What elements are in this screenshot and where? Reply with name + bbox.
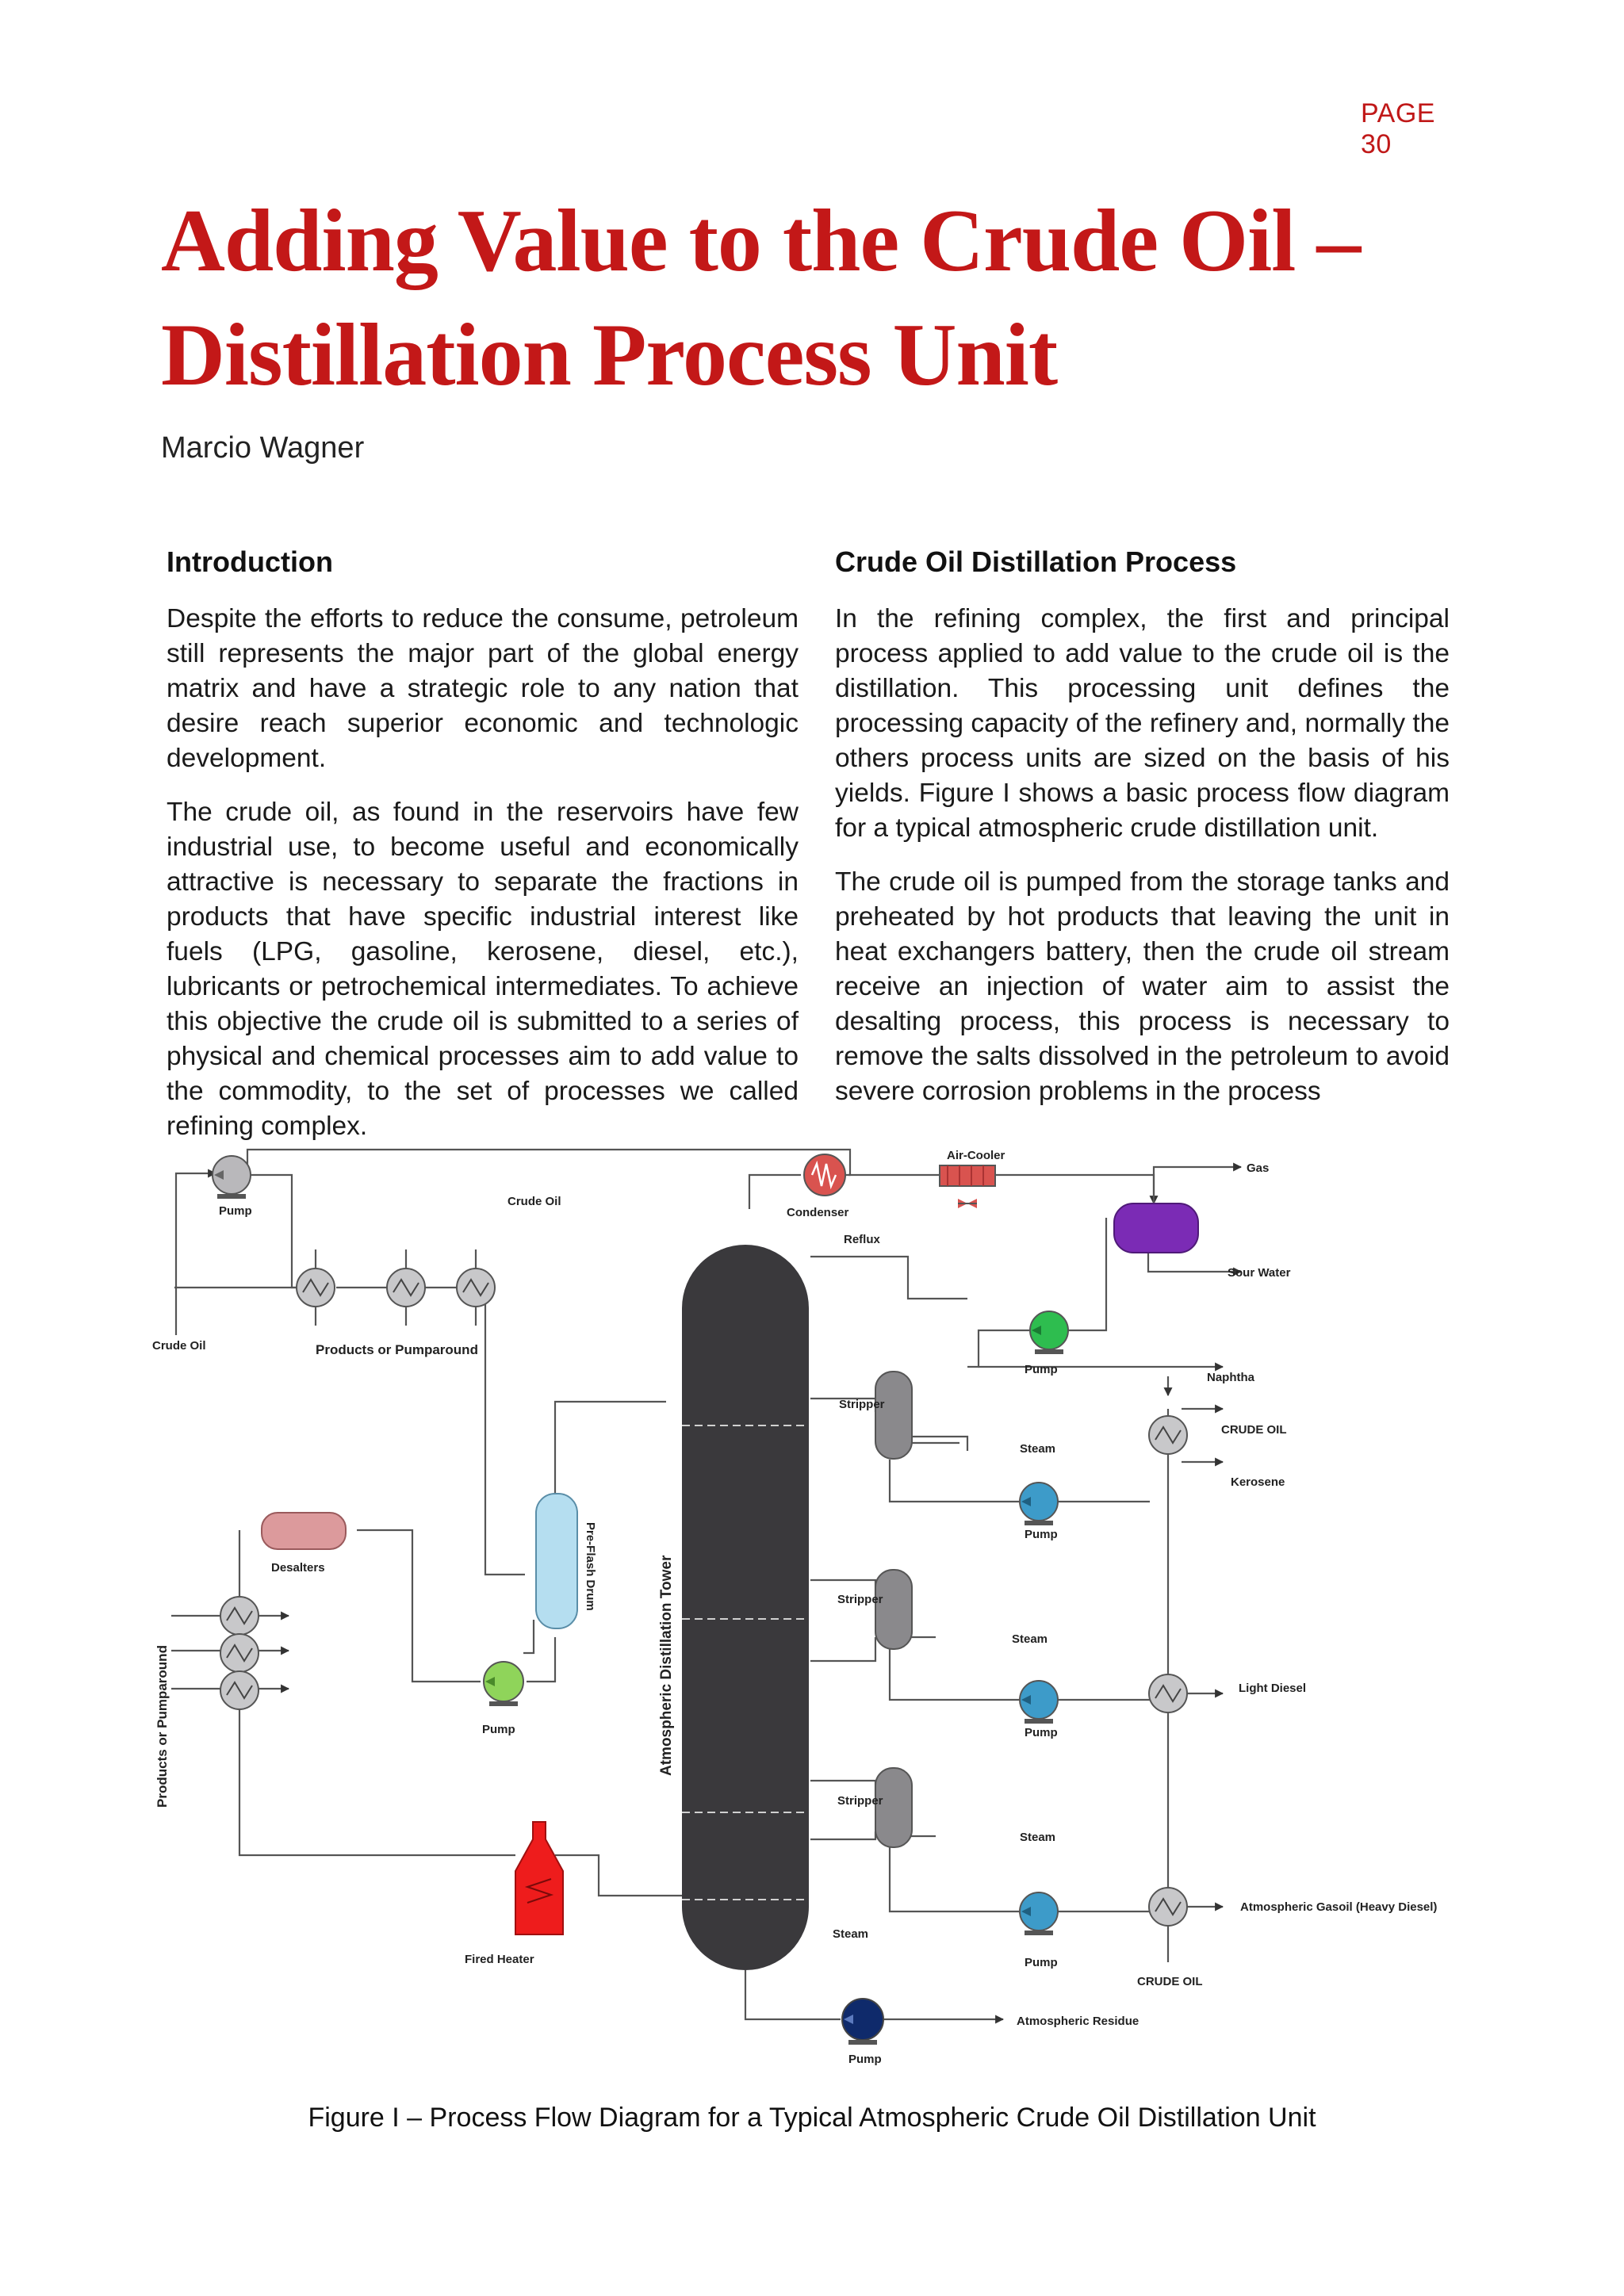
residue-pump <box>841 1998 884 2045</box>
label-gas: Gas <box>1247 1161 1269 1175</box>
product-exchangers <box>1148 1415 1188 1927</box>
label-crude-oil-inlet: Crude Oil <box>152 1339 206 1353</box>
label-naphtha: Naphtha <box>1207 1371 1255 1384</box>
preheat-exchangers-left <box>220 1596 259 1710</box>
distillation-heading: Crude Oil Distillation Process <box>835 545 1237 578</box>
crude-feed-pump <box>212 1155 251 1199</box>
distillation-paragraph-1: In the refining complex, the first and p… <box>835 604 1450 843</box>
fired-heater <box>515 1821 564 1935</box>
stripper-1 <box>875 1371 913 1460</box>
process-lines <box>171 1148 1243 2024</box>
atmospheric-distillation-tower <box>682 1245 809 1970</box>
label-pump-2: Pump <box>1025 1726 1058 1739</box>
label-pump-bottom: Pump <box>848 2053 882 2066</box>
title-line-1: Adding Value to the Crude Oil – <box>161 192 1361 290</box>
label-crude-oil-hx-top: CRUDE OIL <box>1221 1423 1287 1437</box>
label-pump-3: Pump <box>1025 1956 1058 1969</box>
label-condenser: Condenser <box>787 1206 849 1219</box>
label-crude-oil-hx-bottom: CRUDE OIL <box>1137 1975 1203 1988</box>
label-steam-2: Steam <box>1012 1632 1048 1646</box>
introduction-heading: Introduction <box>167 545 333 578</box>
label-desalters: Desalters <box>271 1561 325 1575</box>
label-reflux: Reflux <box>844 1233 881 1246</box>
label-light-diesel: Light Diesel <box>1239 1682 1306 1695</box>
label-products-pumparound-left: Products or Pumparound <box>155 1645 170 1808</box>
author-name: Marcio Wagner <box>161 431 365 465</box>
fired-heater-icon <box>515 1821 564 1935</box>
label-stripper-3: Stripper <box>837 1794 883 1808</box>
stripper-icon <box>875 1767 913 1848</box>
overhead-accumulator <box>1113 1203 1199 1253</box>
preflash-drum <box>535 1493 578 1629</box>
diagram-labels: Pump Crude Oil Crude Oil Condenser Air-C… <box>152 1149 1437 2066</box>
label-pump-preflash: Pump <box>482 1723 515 1736</box>
label-kerosene: Kerosene <box>1231 1475 1285 1489</box>
air-cooler <box>939 1165 996 1208</box>
label-air-cooler: Air-Cooler <box>947 1149 1005 1162</box>
label-residue: Atmospheric Residue <box>1017 2015 1139 2028</box>
label-agos: Atmospheric Gasoil (Heavy Diesel) <box>1240 1900 1437 1914</box>
article-title: Adding Value to the Crude Oil – Distilla… <box>161 184 1509 412</box>
intro-paragraph-1: Despite the efforts to reduce the consum… <box>167 604 799 773</box>
stripper-icon <box>875 1569 913 1650</box>
page-number: PAGE 30 <box>1361 98 1435 159</box>
preflash-pump <box>483 1661 524 1706</box>
desalter <box>261 1512 347 1550</box>
left-column: Introduction Despite the efforts to redu… <box>167 543 799 1163</box>
product-pump-3 <box>1019 1892 1059 1935</box>
label-crude-oil-line: Crude Oil <box>508 1195 561 1208</box>
label-sour-water: Sour Water <box>1228 1266 1291 1280</box>
label-steam-1: Steam <box>1020 1442 1055 1456</box>
process-flow-diagram: Pump Crude Oil Crude Oil Condenser Air-C… <box>143 1142 1491 2093</box>
product-pump-1 <box>1019 1482 1059 1525</box>
distillation-paragraph-2: The crude oil is pumped from the storage… <box>835 867 1450 1106</box>
label-stripper-2: Stripper <box>837 1593 883 1606</box>
label-pump-top: Pump <box>219 1204 252 1218</box>
title-line-2: Distillation Process Unit <box>161 306 1058 404</box>
intro-paragraph-2: The crude oil, as found in the reservoir… <box>167 798 799 1141</box>
figure-caption: Figure I – Process Flow Diagram for a Ty… <box>308 2103 1316 2133</box>
label-tower: Atmospheric Distillation Tower <box>658 1555 675 1776</box>
stripper-icon <box>875 1371 913 1460</box>
right-column: Crude Oil Distillation Process In the re… <box>835 543 1450 1128</box>
stripper-2 <box>875 1569 913 1650</box>
label-products-pumparound-top: Products or Pumparound <box>316 1342 478 1357</box>
stripper-3 <box>875 1767 913 1848</box>
air-cooler-icon <box>939 1165 996 1187</box>
label-pump-1: Pump <box>1025 1528 1058 1541</box>
product-pump-2 <box>1019 1680 1059 1724</box>
label-fired-heater: Fired Heater <box>465 1953 534 1966</box>
label-steam-bottom: Steam <box>833 1927 868 1941</box>
process-flow-diagram-svg: Pump Crude Oil Crude Oil Condenser Air-C… <box>152 1148 1437 2066</box>
label-preflash-drum: Pre-Flash Drum <box>584 1522 597 1611</box>
label-stripper-1: Stripper <box>839 1398 885 1411</box>
label-steam-3: Steam <box>1020 1831 1055 1844</box>
label-pump-reflux: Pump <box>1025 1363 1058 1376</box>
preheat-exchangers-top <box>296 1268 496 1307</box>
condenser <box>803 1154 846 1196</box>
tower-body <box>682 1245 809 1970</box>
reflux-pump <box>1029 1311 1069 1354</box>
